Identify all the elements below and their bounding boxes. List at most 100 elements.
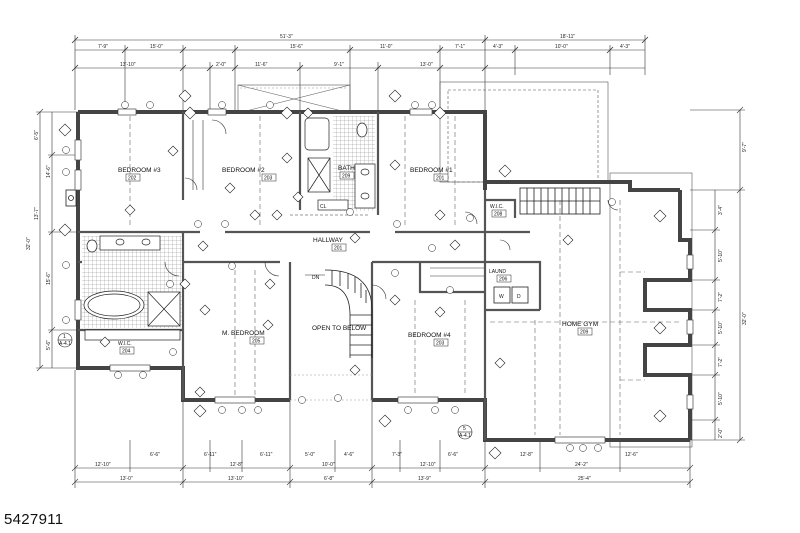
right-dimension-lines <box>690 106 745 444</box>
section-5-ref: A-4.1 <box>459 433 471 439</box>
svg-text:D: D <box>517 294 521 300</box>
dim-top-1: 7'-9" <box>98 44 108 50</box>
room-label-bath: BATH <box>338 165 355 172</box>
dim-overall-main: 51'-3" <box>280 34 293 40</box>
section-1-ref: A-4.1 <box>59 341 71 347</box>
dim-bot-14: 12'-6" <box>625 452 638 458</box>
dim-right-2: 3'-4" <box>718 205 724 215</box>
dim-top2-3: 11'-6" <box>255 62 268 68</box>
dim-top-7: 10'-0" <box>555 44 568 50</box>
room-number-hallway: 201 <box>334 246 343 252</box>
room-label-bedroom4: BEDROOM #4 <box>408 332 451 339</box>
dim-bot2-4: 13'-9" <box>418 476 431 482</box>
dim-left-3: 13'-7" <box>34 207 40 220</box>
dim-top-6: 4'-3" <box>493 44 503 50</box>
room-label-bedroom3: BEDROOM #3 <box>118 167 161 174</box>
callout-circles <box>62 101 616 452</box>
section-markers <box>57 332 473 440</box>
room-label-homegym: HOME GYM <box>562 321 598 328</box>
dim-bot2-1: 13'-0" <box>120 476 133 482</box>
dim-overall-gym: 18'-11" <box>560 34 575 40</box>
dim-left-1: 6'-5" <box>34 130 40 140</box>
svg-text:DN: DN <box>312 275 320 281</box>
dim-bot-7: 10'-0" <box>322 462 335 468</box>
dim-bot-2: 6'-6" <box>150 452 160 458</box>
dim-bot-13: 24'-2" <box>575 462 588 468</box>
master-bath-fixtures <box>83 235 181 341</box>
dim-bot-8: 4'-6" <box>344 452 354 458</box>
dim-right-7: 5'-10" <box>718 392 724 405</box>
dim-bot-9: 7'-3" <box>392 452 402 458</box>
dim-top2-4: 9'-1" <box>334 62 344 68</box>
listing-id: 5427911 <box>4 511 64 528</box>
room-label-open: OPEN TO BELOW <box>312 325 367 332</box>
dim-right-5: 5'-10" <box>718 321 724 334</box>
dim-bot-5: 6'-11" <box>260 452 273 458</box>
room-label-bedroom1: BEDROOM #1 <box>410 167 453 174</box>
dim-bot2-2: 13'-10" <box>228 476 244 482</box>
room-number-bedroom1: 201 <box>436 176 445 182</box>
dim-top2-5: 13'-0" <box>420 62 433 68</box>
room-label-wic-master: W.I.C. <box>118 341 132 347</box>
room-label-hallway: HALLWAY <box>313 237 344 244</box>
dim-bot-6: 5'-0" <box>305 452 315 458</box>
dim-top-8: 4'-3" <box>620 44 630 50</box>
dim-right-4: 7'-2" <box>718 292 724 302</box>
room-number-homegym: 209 <box>580 330 589 336</box>
window-marks <box>74 108 694 444</box>
room-label-mbedroom: M. BEDROOM <box>222 330 265 337</box>
dim-top-2: 15'-0" <box>150 44 163 50</box>
dashed-beams <box>129 116 680 435</box>
room-number-laundry: 206 <box>499 277 508 283</box>
room-label-laundry: LAUND <box>489 269 506 275</box>
section-1-number: 1 <box>63 334 66 340</box>
room-number-bedroom2: 203 <box>264 176 273 182</box>
dim-right-6: 7'-2" <box>718 357 724 367</box>
room-number-wic-master: 204 <box>122 349 131 355</box>
dim-right-3: 5'-10" <box>718 249 724 262</box>
dim-top2-2: 2'-0" <box>216 62 226 68</box>
room-number-bath: 209 <box>342 174 351 180</box>
dim-top-4: 11'-0" <box>380 44 393 50</box>
dim-top2-1: 13'-10" <box>120 62 136 68</box>
top-dimension-lines <box>74 35 646 110</box>
svg-text:W: W <box>499 294 504 300</box>
left-dimension-lines <box>36 108 78 372</box>
bottom-dimension-lines <box>71 370 694 488</box>
room-number-wic-upper: 208 <box>494 212 503 218</box>
door-swings <box>164 119 619 300</box>
dim-right-1: 9'-7" <box>742 142 748 152</box>
dim-left-6: 5'-6" <box>46 340 52 350</box>
dim-right-overall: 32'-0" <box>742 312 748 325</box>
laundry-appliances: W D <box>493 286 529 304</box>
room-labels: BEDROOM #3 202 BEDROOM #2 203 BATH 209 B… <box>118 165 598 355</box>
room-number-mbedroom: 205 <box>252 339 261 345</box>
top-dimension-ticks <box>71 36 649 72</box>
section-5-number: 5 <box>463 426 466 432</box>
main-stair: DN <box>305 269 373 358</box>
dim-bot-12: 12'-8" <box>520 452 533 458</box>
dim-left-4: 32'-0" <box>26 237 32 250</box>
dim-top-5: 7'-1" <box>455 44 465 50</box>
dim-bot-4: 12'-8" <box>230 462 243 468</box>
dim-bot-1: 12'-10" <box>95 462 111 468</box>
room-number-bedroom3: 202 <box>128 176 137 182</box>
dim-left-2: 14'-6" <box>46 165 52 178</box>
dim-top-3: 15'-6" <box>290 44 303 50</box>
dim-bot-11: 6'-6" <box>448 452 458 458</box>
callout-boxes-e <box>99 107 574 398</box>
closet-label-cl: CL <box>320 204 327 210</box>
room-label-wic-upper: W.I.C. <box>490 204 504 210</box>
closet-rods <box>192 120 484 277</box>
callout-diamonds <box>58 89 667 460</box>
dim-bot-10: 12'-10" <box>420 462 436 468</box>
bath-fixtures <box>304 117 376 211</box>
dim-bot-3: 6'-11" <box>204 452 217 458</box>
dim-left-5: 15'-6" <box>46 272 52 285</box>
room-number-bedroom4: 203 <box>436 341 445 347</box>
dim-bot2-3: 6'-8" <box>324 476 334 482</box>
dim-bot2-5: 25'-4" <box>578 476 591 482</box>
room-label-bedroom2: BEDROOM #2 <box>222 167 265 174</box>
dim-right-8: 2'-0" <box>718 428 724 438</box>
